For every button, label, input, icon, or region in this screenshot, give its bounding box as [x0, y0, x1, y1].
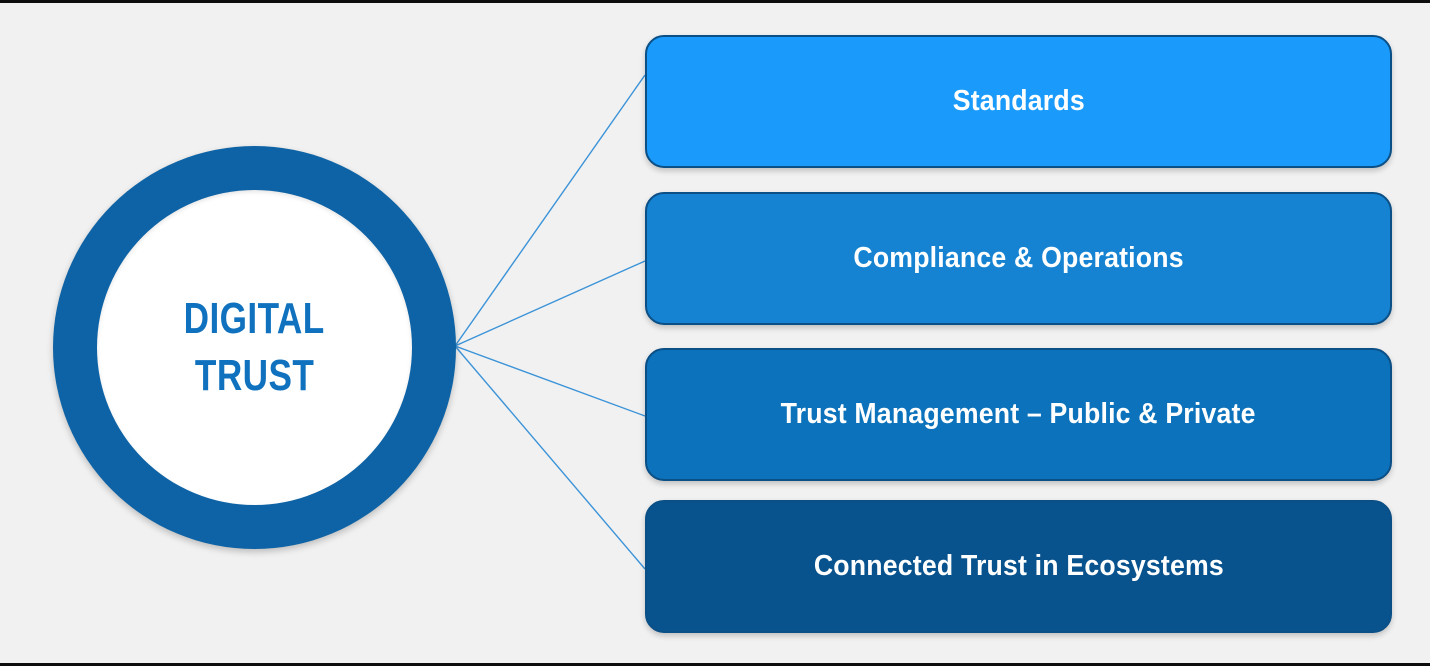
node-compliance-operations[interactable]: Compliance & Operations [645, 192, 1392, 325]
node-label-standards: Standards [952, 85, 1085, 117]
node-label-connected-trust-ecosystems: Connected Trust in Ecosystems [813, 550, 1224, 582]
connector-line-compliance-operations [454, 260, 646, 347]
hub-label-line-2: TRUST [194, 350, 315, 400]
connector-line-trust-management [454, 345, 646, 417]
node-trust-management[interactable]: Trust Management – Public & Private [645, 348, 1392, 481]
digital-trust-hub[interactable]: DIGITAL TRUST [53, 146, 456, 549]
node-label-trust-management: Trust Management – Public & Private [781, 398, 1256, 430]
node-connected-trust-ecosystems[interactable]: Connected Trust in Ecosystems [645, 500, 1392, 633]
hub-label-line-1: DIGITAL [184, 294, 325, 344]
connector-line-standards [454, 74, 646, 347]
connector-line-connected-trust [454, 345, 646, 570]
node-standards[interactable]: Standards [645, 35, 1392, 168]
hub-inner-circle: DIGITAL TRUST [97, 190, 412, 505]
node-label-compliance-operations: Compliance & Operations [853, 242, 1184, 274]
